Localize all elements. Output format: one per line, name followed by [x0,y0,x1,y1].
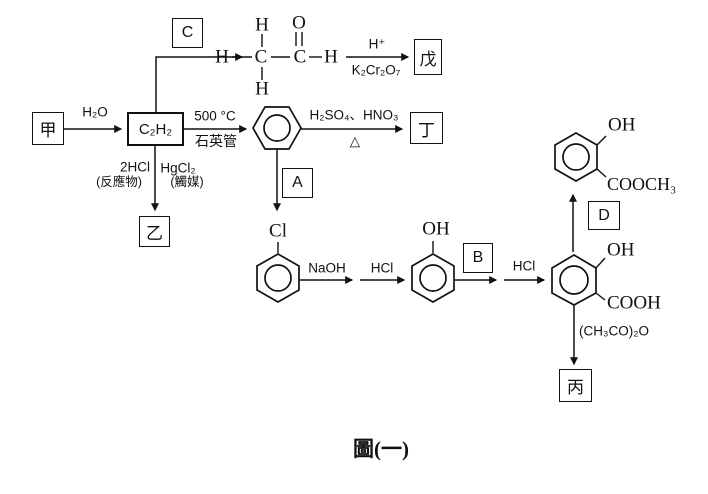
atom-h-left: H [215,46,229,68]
bond-oh-methyl-salicylate [596,135,607,146]
reagent-h2o: H₂O [82,104,108,120]
node-box-yi: 乙 [139,216,170,247]
atom-h-right: H [324,46,338,68]
atom-o: O [292,12,306,34]
node-box-b: B [463,243,493,273]
reagent-k2cr2o7: K₂Cr₂O₇ [351,62,401,78]
reagent-hcl-1: HCl [370,260,394,276]
chlorobenzene-ring [256,253,300,303]
bonds [232,32,607,301]
methyl-salicylate-ring [554,132,598,182]
node-box-bing: 丙 [559,369,592,402]
phenol-ring [411,253,455,303]
node-label-d: D [598,206,610,224]
node-box-a: A [282,168,313,198]
node-label-bing: 丙 [567,378,584,397]
node-box-c: C [172,18,203,48]
reagent-delta: △ [349,133,361,149]
methyl-salicylate-oh-label: OH [608,114,636,136]
atom-c-2: C [293,46,307,68]
note-catalyst: (觸媒) [170,174,204,189]
reagent-quartz-tube: 石英管 [195,133,237,149]
node-label-wu: 戊 [419,49,437,69]
reagent-naoh: NaOH [308,260,346,276]
salicylic-oh-label: OH [607,239,635,261]
note-reactant: (反應物) [96,174,142,189]
node-label-c: C [181,24,194,41]
atom-c-1: C [254,46,268,68]
reagent-2hcl: 2HCl [119,159,151,175]
salicylic-acid-ring [551,254,597,306]
reagent-hcl-2: HCl [512,258,536,274]
node-box-ding: 丁 [410,112,443,144]
node-label-c2h2: C₂H₂ [138,120,173,138]
node-box-wu: 戊 [414,39,442,75]
bond-cooch3-methyl-salicylate [596,168,607,178]
reagent-h-plus: H⁺ [368,36,386,52]
chlorine-label: Cl [269,220,287,242]
node-box-d: D [588,201,620,230]
salicylic-cooh-label: COOH [607,292,661,314]
reagent-hgcl2: HgCl₂ [160,160,196,176]
node-label-a: A [292,174,303,191]
reagent-acetic-anhydride: (CH₃CO)₂O [579,323,649,339]
benzene-rings [252,106,598,306]
figure-caption: 圖(一) [353,437,409,461]
arrow-c2h2-to-acetaldehyde [155,53,244,112]
atom-h-bottom: H [255,78,269,100]
node-label-ding: 丁 [418,120,435,140]
node-label-yi: 乙 [146,224,163,243]
node-box-jia: 甲 [32,112,64,145]
methyl-salicylate-cooch3-label: COOCH₃ [607,174,677,194]
bond-cooh-salicylic [595,292,606,301]
atom-h-top: H [255,14,269,36]
benzene-ring [252,106,302,150]
reagent-h2so4-hno3: H₂SO₄、HNO₃ [309,107,399,123]
phenol-oh-label: OH [422,218,450,240]
node-label-jia: 甲 [39,121,57,140]
bond-oh-salicylic [595,257,606,269]
node-box-c2h2: C₂H₂ [127,112,184,146]
node-label-b: B [472,249,484,266]
reagent-500c: 500 °C [194,108,236,124]
arrows [64,53,578,366]
